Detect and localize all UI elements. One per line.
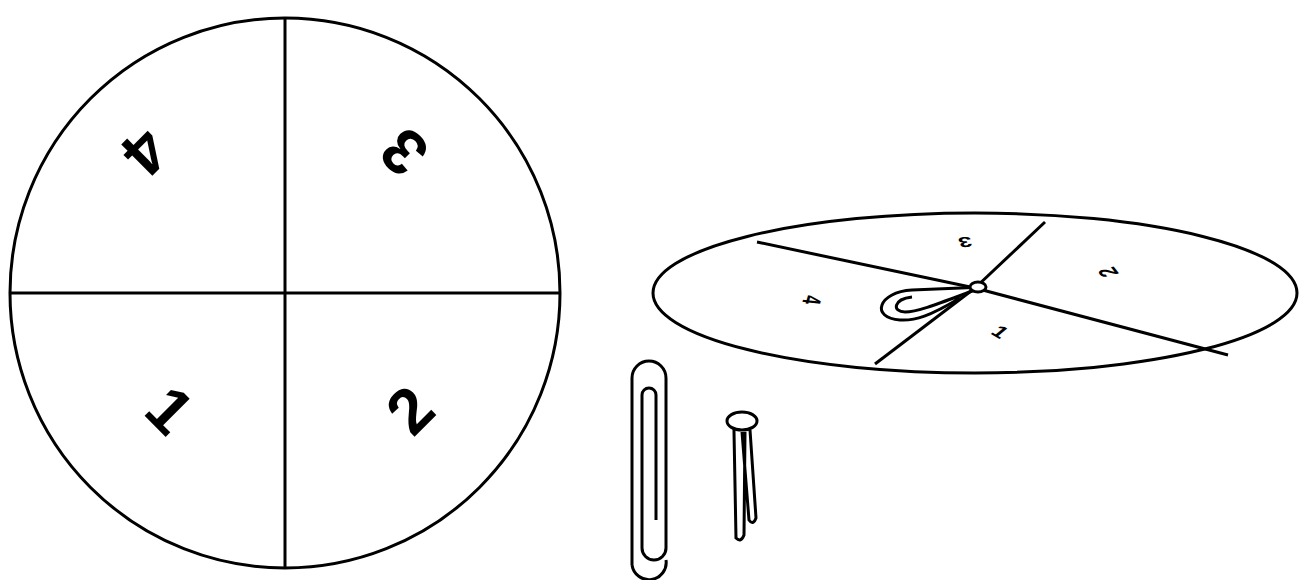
sector-number: 1 <box>135 375 205 445</box>
sector-number: 3 <box>369 117 439 187</box>
sector-number: 3 <box>956 234 973 250</box>
brad-legs <box>734 428 756 540</box>
divider-line <box>975 222 1045 288</box>
sector-number: 4 <box>798 294 826 305</box>
spinner-perspective <box>653 213 1297 373</box>
divider-line <box>10 292 560 295</box>
paper-clip <box>632 361 666 580</box>
paper-clip-pointer <box>881 287 985 320</box>
spinner-circle <box>10 18 560 568</box>
sector-number: 2 <box>375 375 445 445</box>
divider-line <box>975 288 1228 355</box>
divider-line <box>757 242 975 288</box>
sector-number: 2 <box>1093 265 1123 279</box>
sector-number: 1 <box>987 323 1013 342</box>
brad-head <box>727 412 757 430</box>
brad-head <box>970 282 986 292</box>
sector-number: 4 <box>110 117 180 187</box>
